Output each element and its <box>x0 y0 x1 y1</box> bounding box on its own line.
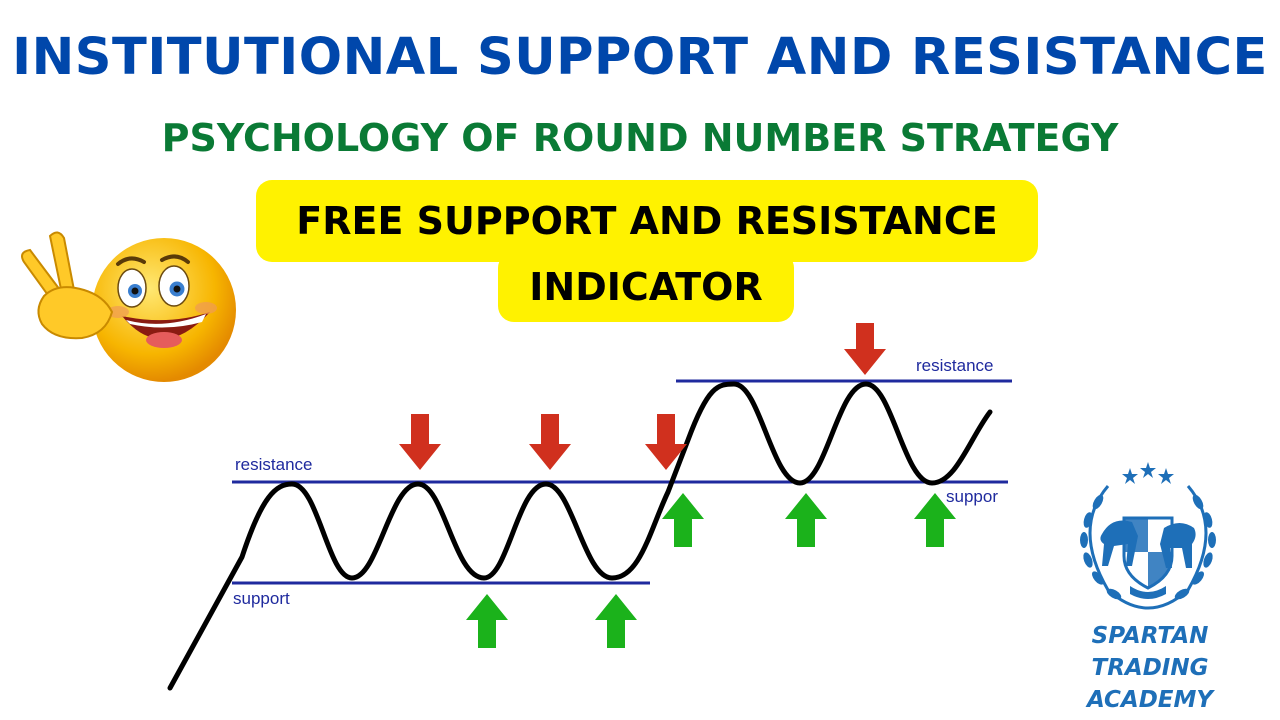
resistance-down-arrows <box>399 323 886 470</box>
academy-name: SPARTAN TRADING ACADEMY <box>1040 620 1260 716</box>
red-down-arrow-icon <box>529 414 571 470</box>
support-up-arrows <box>466 493 956 648</box>
page-subtitle: PSYCHOLOGY OF ROUND NUMBER STRATEGY <box>161 116 1119 160</box>
page-title: INSTITUTIONAL SUPPORT AND RESISTANCE <box>12 28 1268 87</box>
academy-name-line-1: SPARTAN TRADING <box>1091 623 1209 681</box>
green-up-arrow-icon <box>785 493 827 547</box>
green-up-arrow-icon <box>662 493 704 547</box>
lower-resistance-label: resistance <box>235 455 313 474</box>
lower-support-label: support <box>233 589 290 608</box>
green-up-arrow-icon <box>466 594 508 648</box>
upper-support-label: suppor <box>946 487 998 506</box>
green-up-arrow-icon <box>595 594 637 648</box>
red-down-arrow-icon <box>645 414 687 470</box>
banner-line-1-text: FREE SUPPORT AND RESISTANCE <box>296 199 998 243</box>
banner-line-2: INDICATOR <box>498 252 794 322</box>
peace-sign-smiley-icon <box>21 231 236 382</box>
banner-line-2-text: INDICATOR <box>529 265 763 309</box>
upper-resistance-label: resistance <box>916 356 994 375</box>
laurel-bull-bear-shield-icon <box>1080 462 1216 610</box>
green-up-arrow-icon <box>914 493 956 547</box>
banner-line-1: FREE SUPPORT AND RESISTANCE <box>256 180 1038 262</box>
red-down-arrow-icon <box>399 414 441 470</box>
red-down-arrow-icon <box>844 323 886 375</box>
academy-name-line-2: ACADEMY <box>1086 687 1214 713</box>
price-curve <box>167 381 993 691</box>
